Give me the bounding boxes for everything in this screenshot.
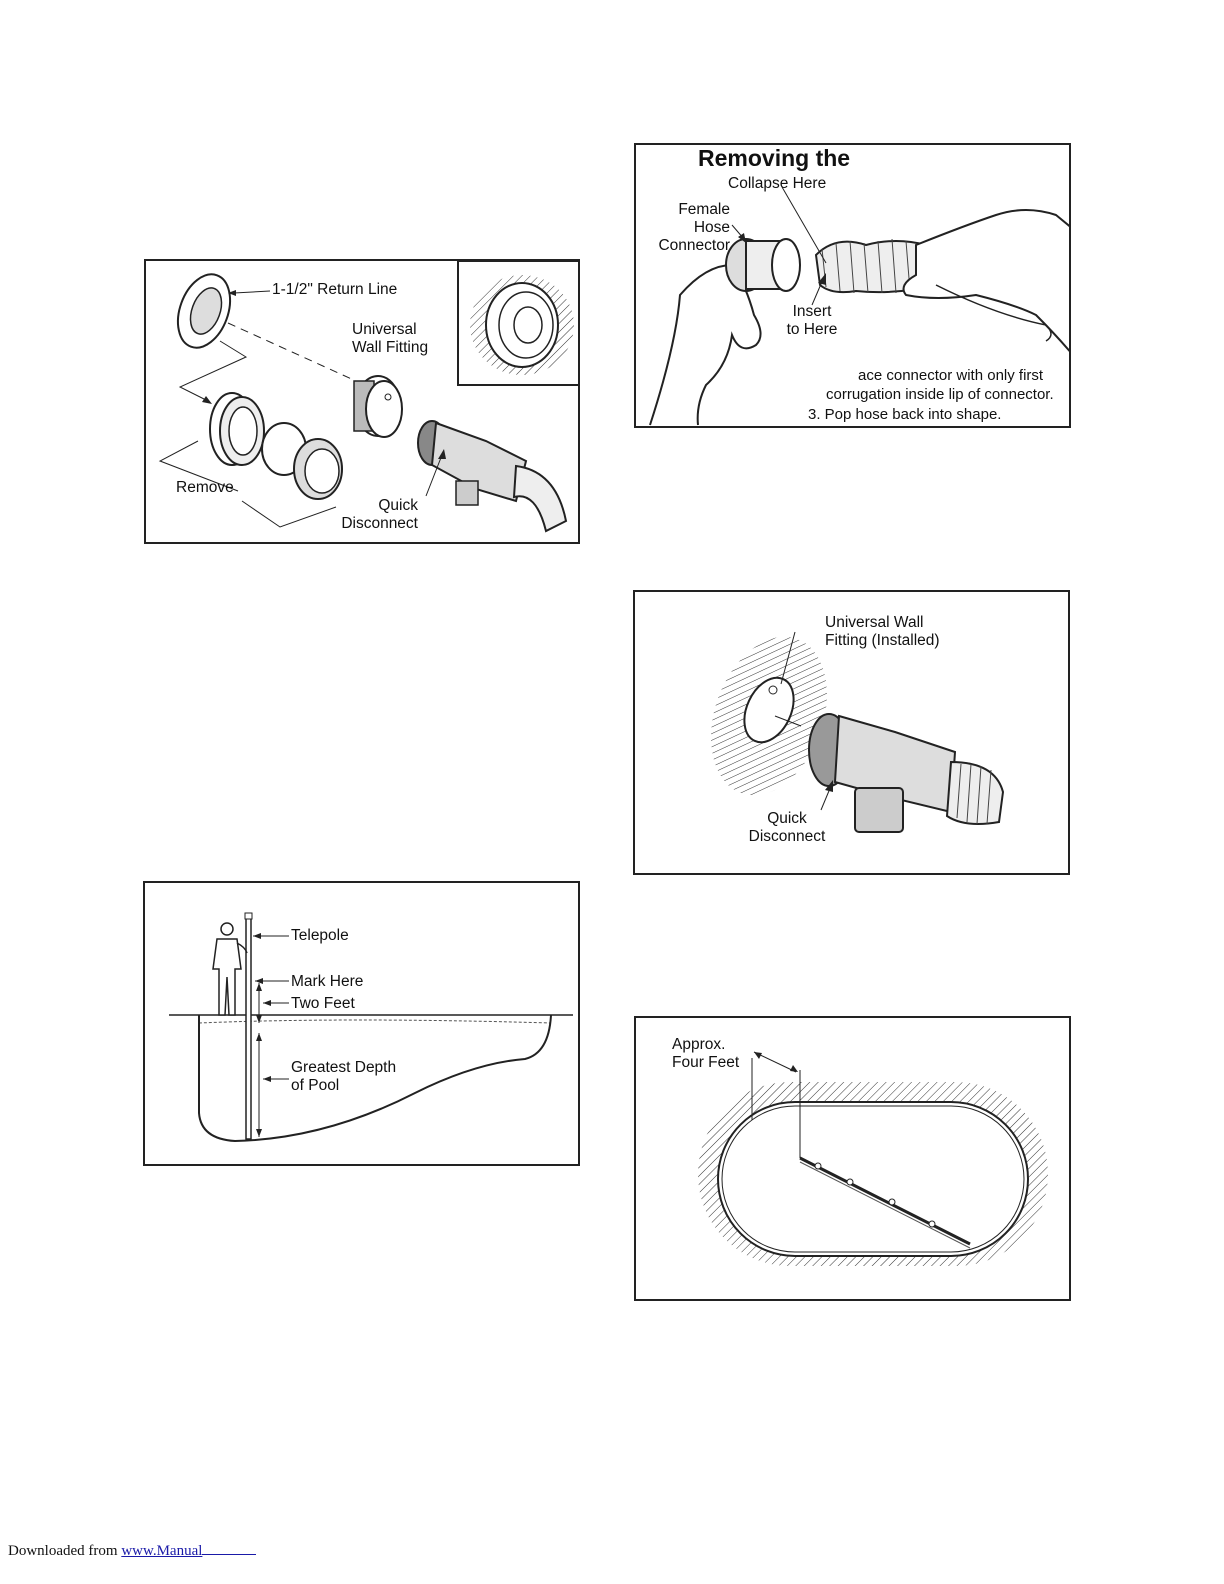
hands-hose-illustration	[649, 149, 1069, 426]
figure-removing-hose: Removing the Collapse Here Female Hose C…	[634, 143, 1071, 428]
label-step-2-line-1: ace connector with only first	[858, 367, 1044, 384]
label-telepole: Telepole	[291, 927, 349, 944]
figure-title-removing: Removing the	[698, 145, 851, 171]
footer: Downloaded from www.Manual	[8, 1542, 257, 1560]
label-approx-four-feet: Approx. Four Feet	[672, 1036, 740, 1071]
installed-fitting-illustration	[711, 631, 1005, 833]
label-universal-wall-fitting-installed: Universal Wall Fitting (Installed)	[825, 614, 940, 649]
figure-pool-top-view: Approx. Four Feet	[634, 1016, 1071, 1301]
wall-fitting-illustration	[158, 261, 578, 533]
footer-prefix: Downloaded from	[8, 1543, 122, 1559]
label-insert-to-here: Insert to Here	[786, 303, 838, 338]
pool-top-view-illustration	[698, 1051, 1048, 1266]
label-mark-here: Mark Here	[291, 973, 364, 990]
label-remove: Remove	[176, 479, 234, 496]
pool-depth-illustration	[169, 912, 573, 1143]
label-greatest-depth: Greatest Depth of Pool	[291, 1059, 397, 1094]
label-collapse-here: Collapse Here	[728, 175, 827, 192]
figure-installed-fitting: Universal Wall Fitting (Installed) Quick…	[633, 590, 1070, 875]
label-female-hose-connector: Female Hose Connector	[658, 201, 730, 254]
label-return-line: 1-1/2" Return Line	[272, 281, 398, 298]
label-quick-disconnect-installed: Quick Disconnect	[748, 810, 826, 845]
footer-link[interactable]: www.Manual	[121, 1543, 203, 1559]
label-step-3: 3. Pop hose back into shape.	[808, 406, 1002, 423]
figure-pool-depth: Telepole Mark Here Two Feet Greatest Dep…	[143, 881, 580, 1166]
footer-link-tail	[202, 1542, 257, 1555]
label-step-2-line-2: corrugation inside lip of connector.	[826, 386, 1054, 403]
label-quick-disconnect: Quick Disconnect	[341, 497, 418, 532]
label-universal-wall-fitting: Universal Wall Fitting	[352, 321, 429, 356]
figure-wall-fitting: 1-1/2" Return Line Universal Wall Fittin…	[144, 259, 580, 544]
label-two-feet: Two Feet	[291, 995, 355, 1012]
